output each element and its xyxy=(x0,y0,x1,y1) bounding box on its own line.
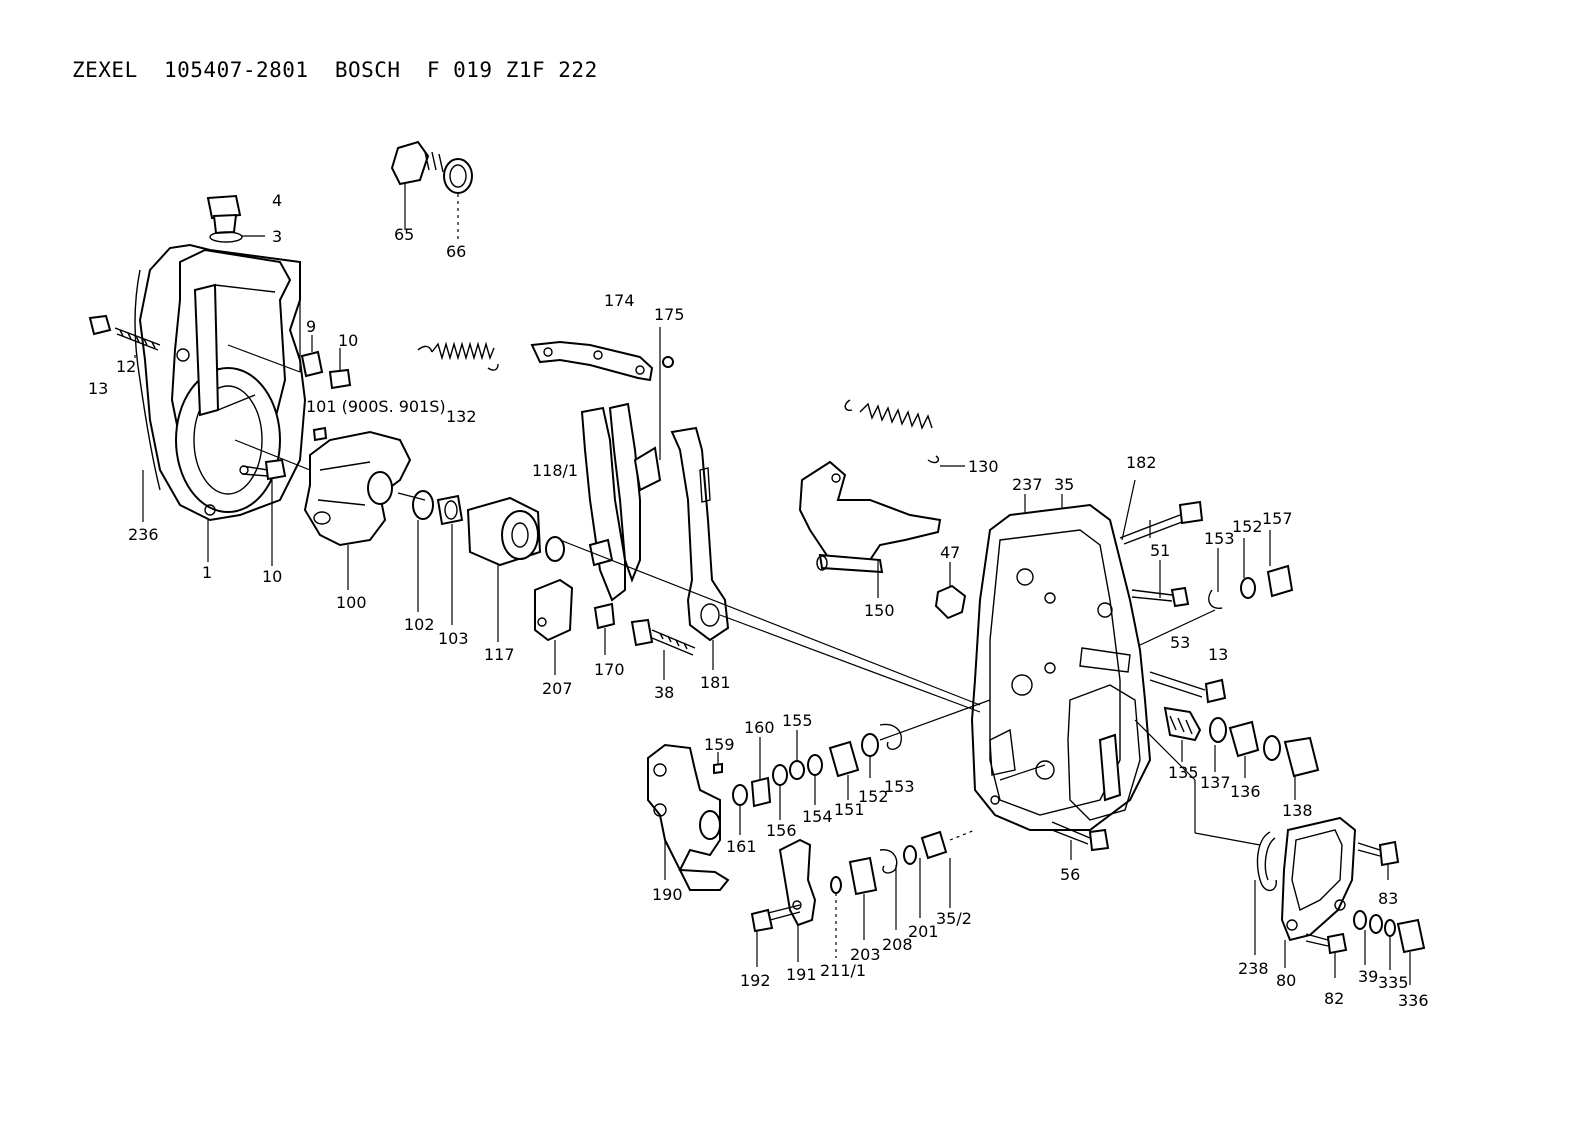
callout-151: 151 xyxy=(834,800,865,819)
callout-155: 155 xyxy=(782,711,813,730)
gasket-part xyxy=(1256,831,1277,892)
callout-1: 1 xyxy=(202,563,212,582)
bolt-part xyxy=(241,458,287,481)
plug-part xyxy=(390,140,473,194)
callout-191: 191 xyxy=(786,965,817,984)
slide-block-part xyxy=(534,578,574,642)
callout-13b: 13 xyxy=(1208,645,1228,664)
callout-117: 117 xyxy=(484,645,515,664)
callout-13: 13 xyxy=(88,379,108,398)
spring-part xyxy=(417,341,499,371)
callout-103: 103 xyxy=(438,629,469,648)
callout-39: 39 xyxy=(1358,967,1378,986)
clip-part xyxy=(300,350,352,390)
callout-182: 182 xyxy=(1126,453,1157,472)
bearing-part xyxy=(436,494,464,526)
callout-208: 208 xyxy=(882,935,913,954)
callout-152b: 152 xyxy=(858,787,889,806)
callout-35: 35 xyxy=(1054,475,1074,494)
stud-bolt-part xyxy=(88,314,161,351)
callout-152: 152 xyxy=(1232,517,1263,536)
callout-labels: 4 3 65 66 9 10 13 12 101 (900S. 901S) 13… xyxy=(88,191,1429,1010)
screw-part xyxy=(662,356,674,368)
callout-118-1: 118/1 xyxy=(532,461,578,480)
callout-181: 181 xyxy=(700,673,731,692)
callout-10b: 10 xyxy=(262,567,282,586)
callout-237: 237 xyxy=(1012,475,1043,494)
callout-100: 100 xyxy=(336,593,367,612)
callout-192: 192 xyxy=(740,971,771,990)
callout-170: 170 xyxy=(594,660,625,679)
callout-336: 336 xyxy=(1398,991,1429,1010)
callout-154: 154 xyxy=(802,807,833,826)
callout-9: 9 xyxy=(306,317,316,336)
callout-3: 3 xyxy=(272,227,282,246)
callout-10: 10 xyxy=(338,331,358,350)
callout-53: 53 xyxy=(1170,633,1190,652)
flyweight-assembly-part xyxy=(303,430,412,547)
callout-203: 203 xyxy=(850,945,881,964)
callout-136: 136 xyxy=(1230,782,1261,801)
callout-190: 190 xyxy=(652,885,683,904)
callout-66: 66 xyxy=(446,242,466,261)
callout-130: 130 xyxy=(968,457,999,476)
end-cover-part xyxy=(1280,816,1357,942)
callout-65: 65 xyxy=(394,225,414,244)
callout-159: 159 xyxy=(704,735,735,754)
lever-assembly-part xyxy=(580,402,662,630)
callout-83: 83 xyxy=(1378,889,1398,908)
plug-screw-part xyxy=(206,194,243,243)
page-title: ZEXEL 105407-2801 BOSCH F 019 Z1F 222 xyxy=(72,58,598,82)
key-part xyxy=(312,426,328,442)
callout-156: 156 xyxy=(766,821,797,840)
callout-4: 4 xyxy=(272,191,282,210)
callout-12: 12 xyxy=(116,357,136,376)
sliding-sleeve-part xyxy=(466,496,565,567)
callout-238: 238 xyxy=(1238,959,1269,978)
callout-207: 207 xyxy=(542,679,573,698)
callout-82: 82 xyxy=(1324,989,1344,1008)
callout-47: 47 xyxy=(940,543,960,562)
lever-part xyxy=(670,426,730,642)
callout-160: 160 xyxy=(744,718,775,737)
callout-157: 157 xyxy=(1262,509,1293,528)
cover-bolt-part xyxy=(1051,821,1110,852)
callout-236: 236 xyxy=(128,525,159,544)
callout-80: 80 xyxy=(1276,971,1296,990)
tension-lever-part xyxy=(798,460,942,574)
callout-38: 38 xyxy=(654,683,674,702)
callout-211-1: 211/1 xyxy=(820,961,866,980)
stop-screw-set-part xyxy=(1163,706,1320,778)
governor-cover-part xyxy=(970,503,1152,831)
callout-51: 51 xyxy=(1150,541,1170,560)
callout-153: 153 xyxy=(1204,529,1235,548)
callout-102: 102 xyxy=(404,615,435,634)
cover-fittings-part xyxy=(934,500,1294,704)
callout-174: 174 xyxy=(604,291,635,310)
washer-part xyxy=(412,490,434,520)
callout-56: 56 xyxy=(1060,865,1080,884)
leader-lines xyxy=(134,184,1411,985)
callout-137: 137 xyxy=(1200,773,1231,792)
bracket-part xyxy=(530,340,654,382)
governor-spring-part xyxy=(844,399,940,464)
callout-150: 150 xyxy=(864,601,895,620)
callout-201: 201 xyxy=(908,922,939,941)
callout-335: 335 xyxy=(1378,973,1409,992)
callout-101: 101 (900S. 901S) xyxy=(306,397,446,416)
callout-132: 132 xyxy=(446,407,477,426)
adjusting-bolt-part xyxy=(630,618,696,656)
callout-161: 161 xyxy=(726,837,757,856)
callout-138: 138 xyxy=(1282,801,1313,820)
callout-135: 135 xyxy=(1168,763,1199,782)
lever-plate-part xyxy=(750,830,948,933)
callout-175: 175 xyxy=(654,305,685,324)
callout-35-2: 35/2 xyxy=(936,909,972,928)
governor-housing-part xyxy=(134,243,307,522)
end-cover-hardware-part xyxy=(1305,840,1426,955)
callout-153b: 153 xyxy=(884,777,915,796)
